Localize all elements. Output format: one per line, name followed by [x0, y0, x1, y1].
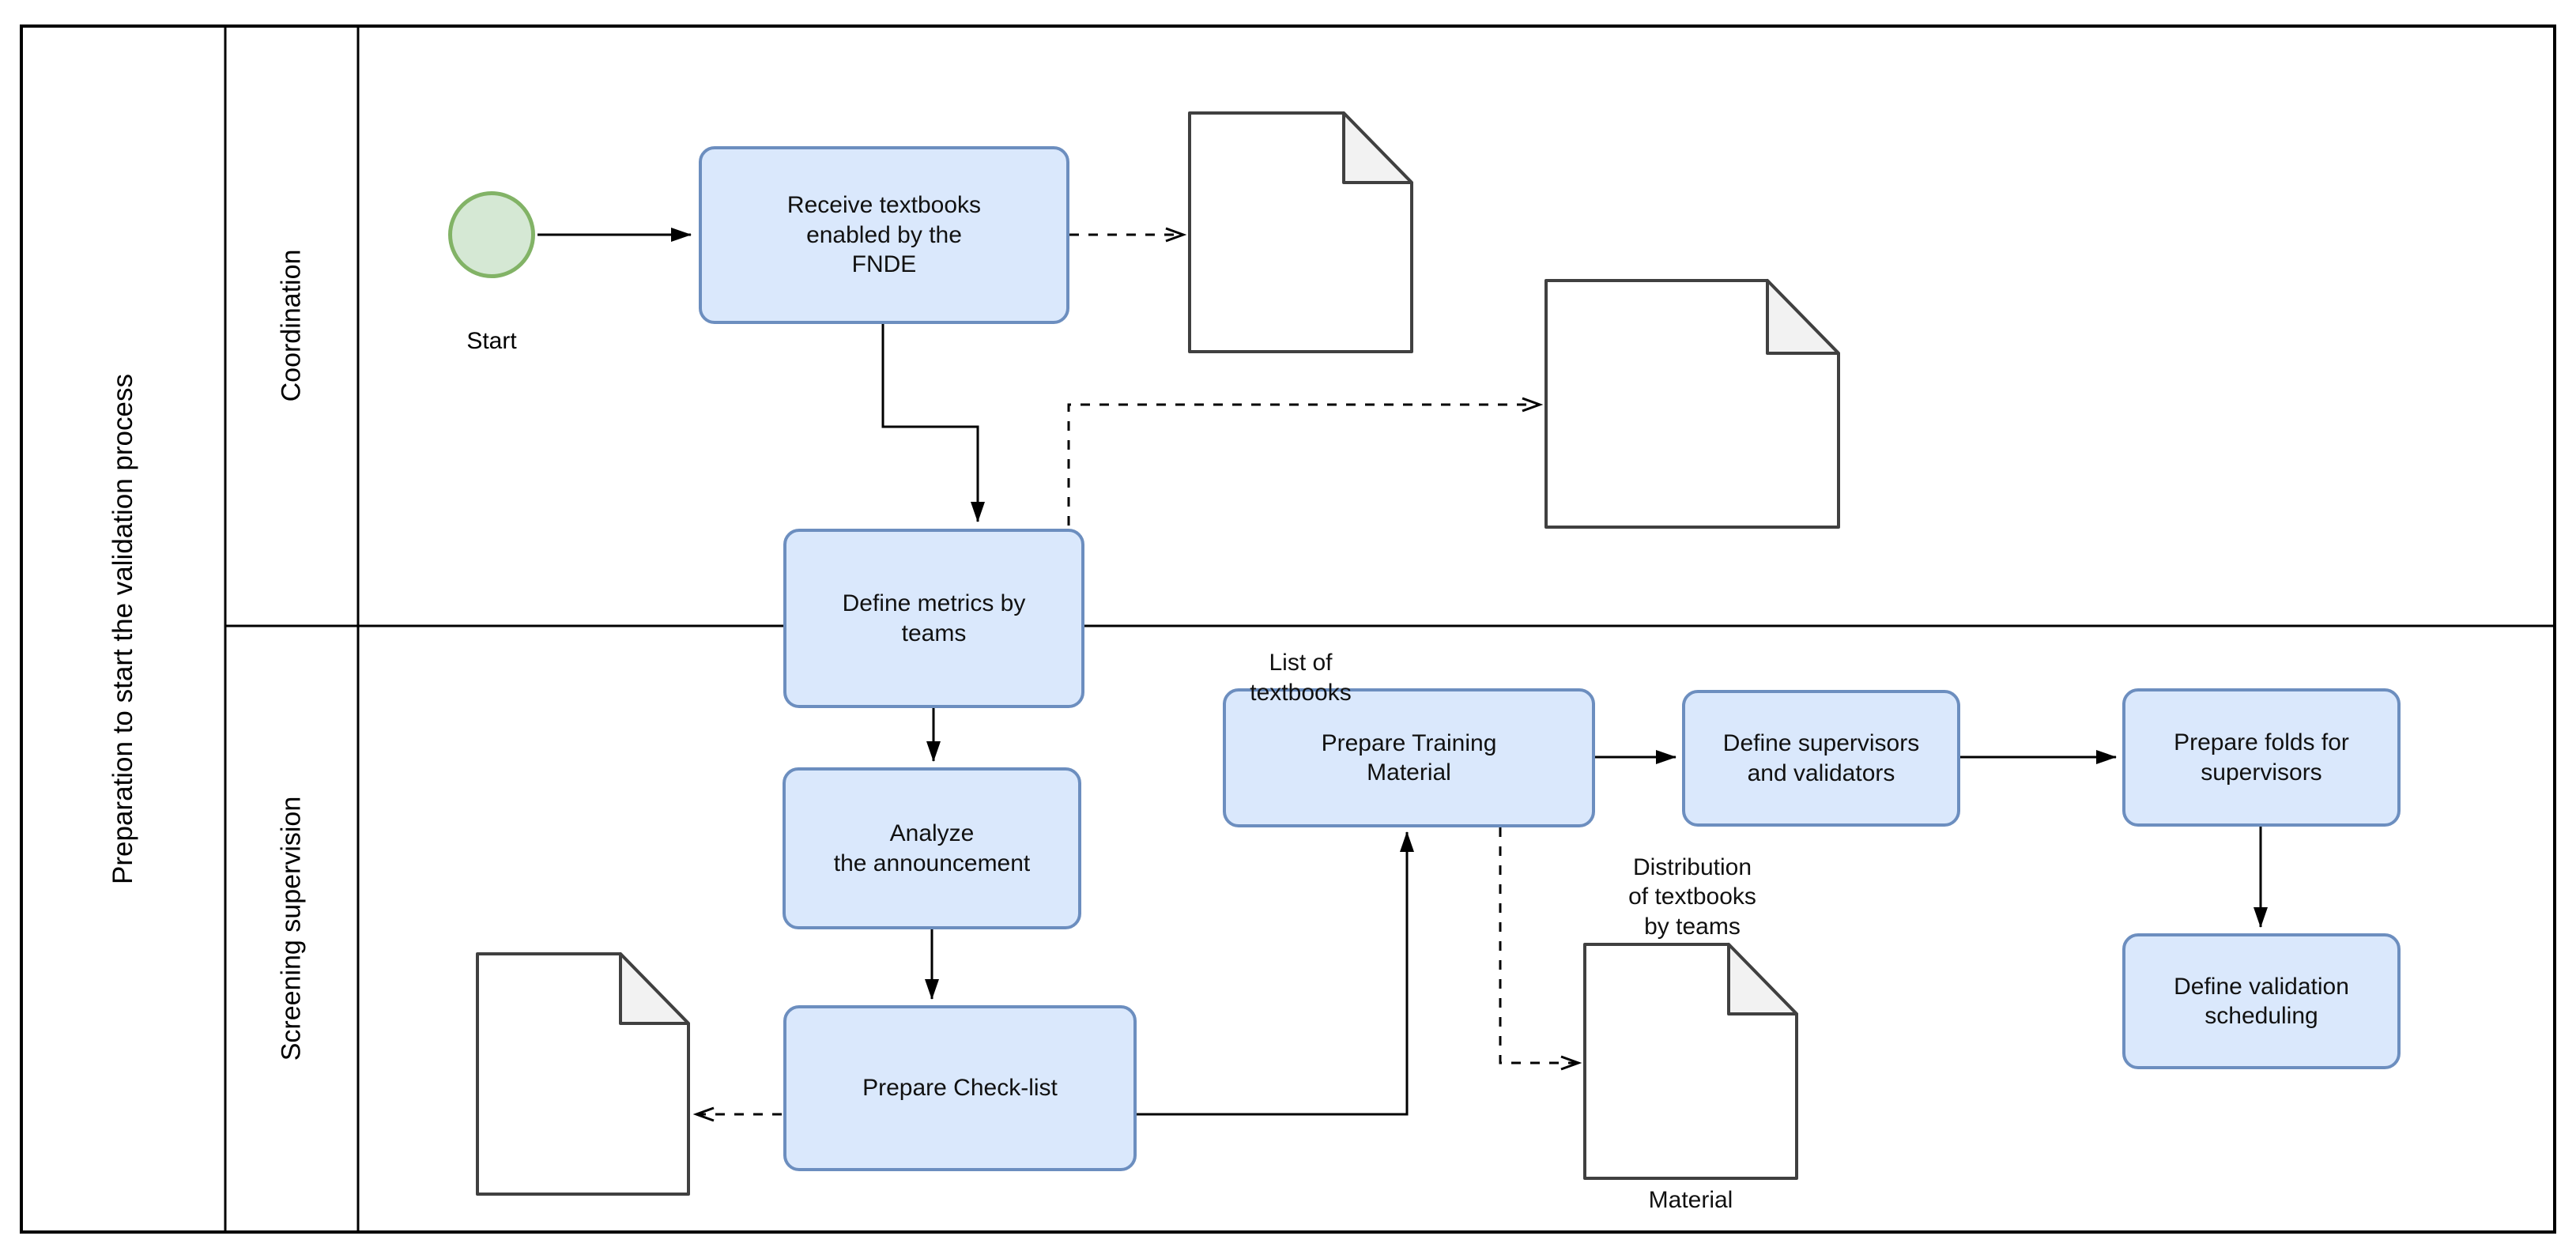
document-material-label: Material	[1648, 1187, 1733, 1214]
document-distribution-of-textbooks-label: Distribution of textbooks by teams	[1628, 853, 1756, 940]
association-define-metrics-to-distribution	[1067, 405, 1538, 526]
task-define-supervisors: Define supervisors and validators	[1682, 690, 1960, 827]
document-material-icon	[1583, 943, 1798, 1180]
association-training-material-to-material-doc	[1499, 827, 1577, 1063]
document-checklist-icon	[476, 952, 690, 1196]
start-event-label: Start	[466, 328, 517, 354]
document-list-of-textbooks-label: List of textbooks	[1250, 650, 1351, 706]
task-analyze-announcement: Analyze the announcement	[783, 767, 1081, 929]
lane-label-screening-supervision: Screening supervision	[276, 796, 307, 1061]
document-checklist-label: Check- list	[476, 952, 690, 1251]
pool-border	[20, 24, 2556, 1234]
flow-receive-to-define-metrics	[881, 324, 985, 522]
start-event-icon	[448, 191, 535, 278]
task-prepare-training-material: Prepare Training Material	[1223, 688, 1595, 827]
document-distribution-of-textbooks-icon	[1544, 279, 1840, 529]
lane-label-coordination: Coordination	[276, 249, 307, 402]
task-prepare-folds: Prepare folds for supervisors	[2122, 688, 2401, 827]
pool-title: Preparation to start the validation proc…	[107, 374, 138, 884]
task-receive-textbooks: Receive textbooks enabled by the FNDE	[699, 146, 1069, 324]
task-define-validation-scheduling: Define validation scheduling	[2122, 933, 2401, 1069]
task-prepare-checklist: Prepare Check-list	[783, 1005, 1137, 1171]
document-list-of-textbooks-icon	[1188, 111, 1413, 353]
flow-prepare-checklist-to-training-material	[1137, 831, 1414, 1116]
task-define-metrics: Define metrics by teams	[783, 529, 1084, 708]
